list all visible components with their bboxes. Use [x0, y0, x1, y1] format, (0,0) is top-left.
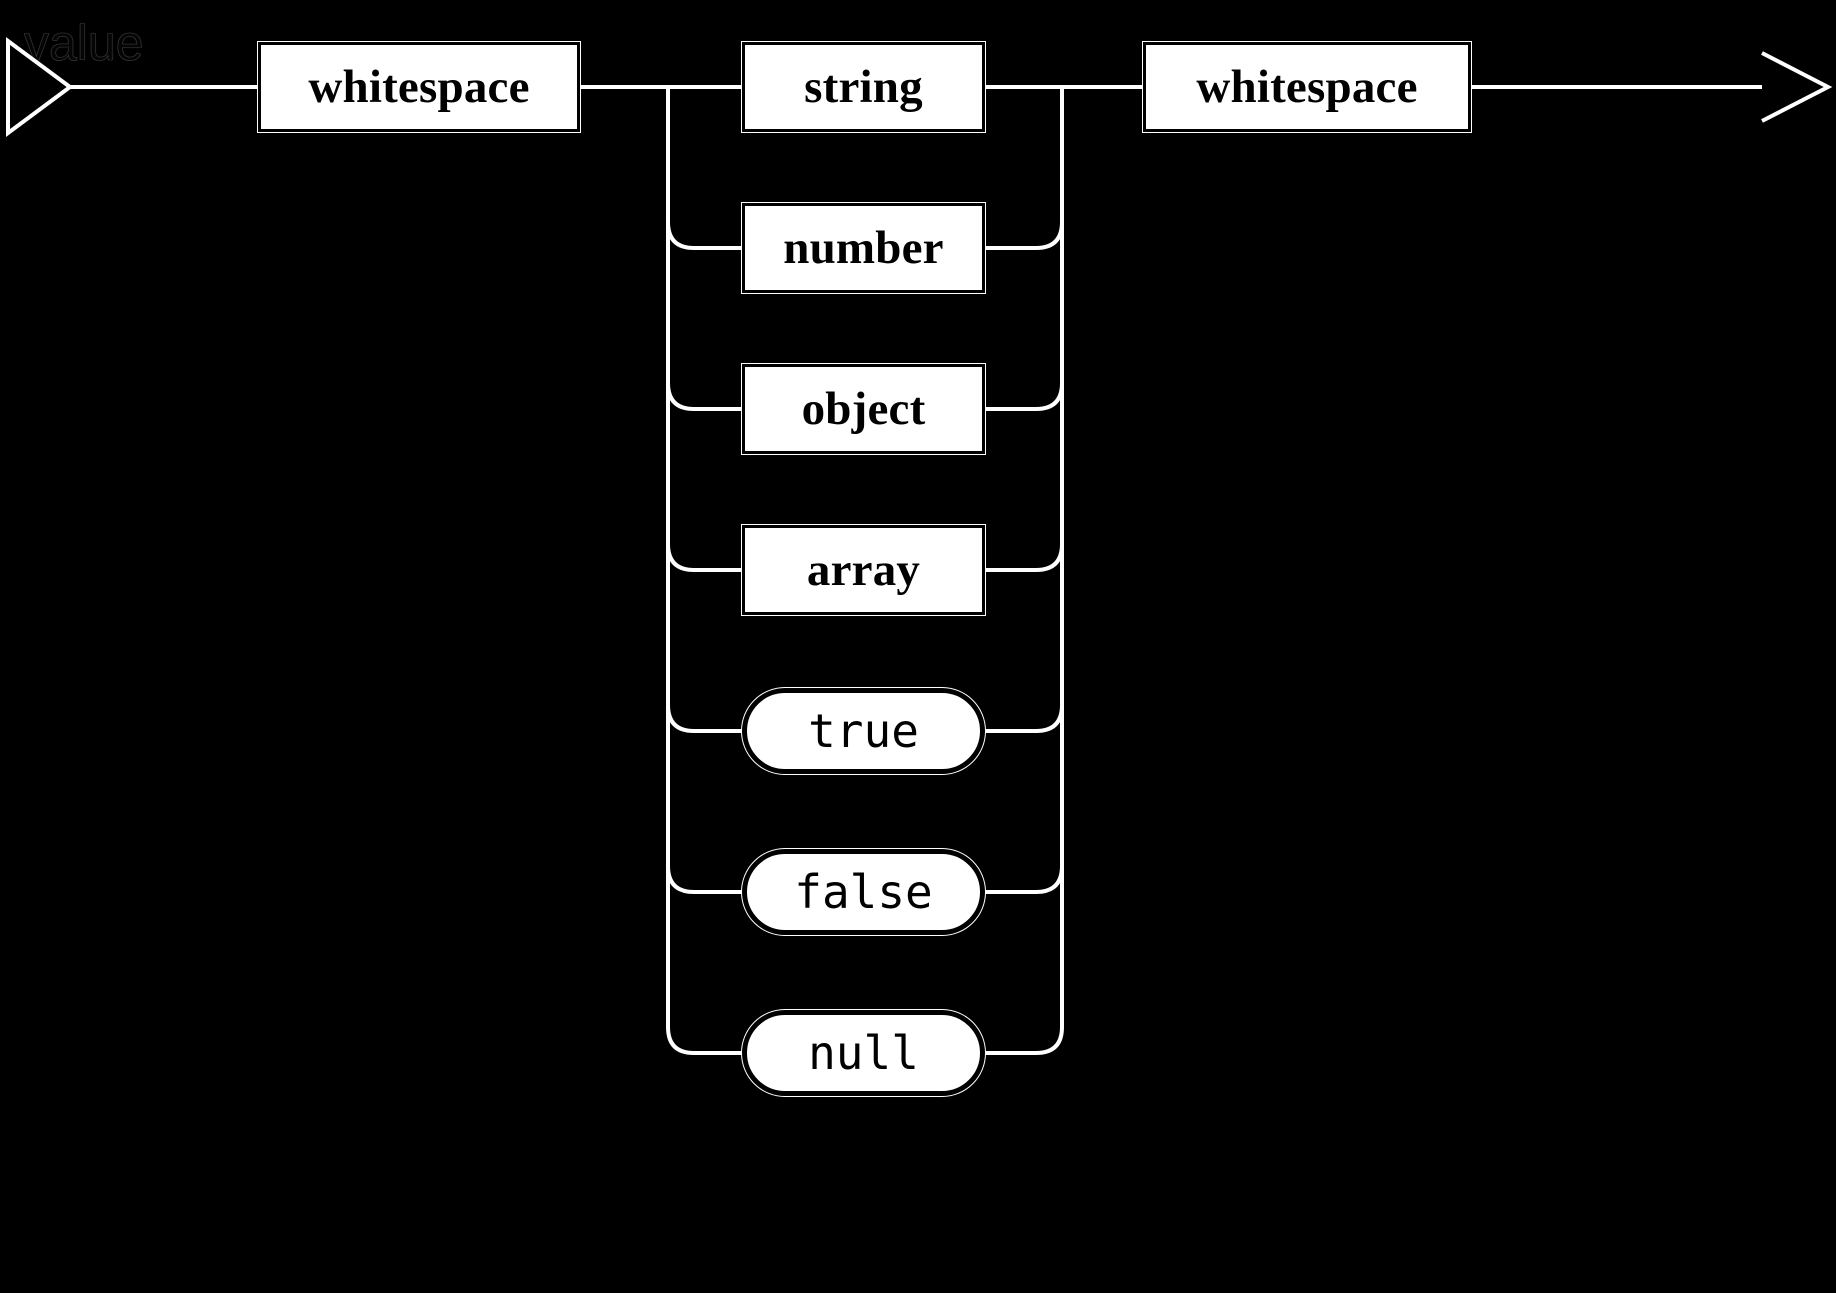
node-label: number — [783, 222, 944, 274]
node-label: whitespace — [308, 61, 530, 113]
node-object[interactable]: object — [742, 364, 985, 454]
node-label: false — [794, 865, 933, 919]
node-label: true — [808, 704, 919, 758]
node-label: null — [808, 1026, 919, 1080]
node-label: string — [804, 61, 923, 113]
page-title: value — [24, 15, 144, 72]
node-label: array — [806, 544, 921, 596]
node-label: object — [801, 383, 926, 435]
node-array[interactable]: array — [742, 525, 985, 615]
node-null[interactable]: null — [742, 1010, 985, 1096]
node-number[interactable]: number — [742, 203, 985, 293]
node-whitespace-left[interactable]: whitespace — [258, 42, 580, 132]
node-true[interactable]: true — [742, 688, 985, 774]
node-false[interactable]: false — [742, 849, 985, 935]
node-label: whitespace — [1196, 61, 1418, 113]
node-whitespace-right[interactable]: whitespace — [1143, 42, 1471, 132]
node-string[interactable]: string — [742, 42, 985, 132]
